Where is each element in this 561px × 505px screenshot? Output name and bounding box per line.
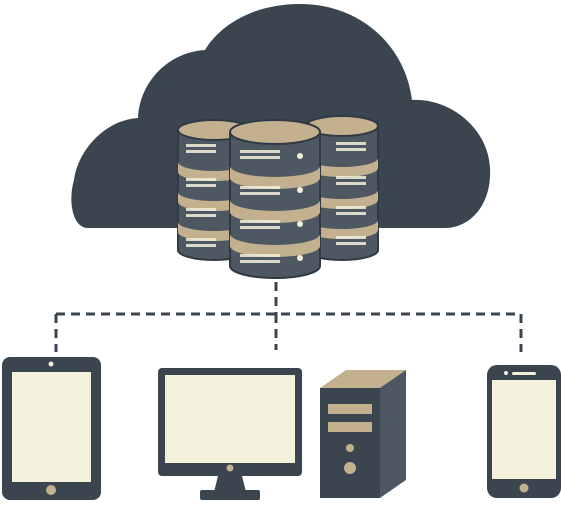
server-cylinder-right	[305, 115, 379, 261]
cloud-icon	[71, 4, 491, 228]
smartphone-icon	[487, 365, 561, 498]
tablet-icon	[2, 357, 101, 500]
computer-tower-icon	[320, 370, 406, 498]
network-connector-lines	[54, 282, 523, 352]
desktop-monitor-icon	[158, 368, 302, 500]
server-cylinder-center	[229, 119, 321, 279]
database-server-stack-icon	[177, 115, 379, 279]
